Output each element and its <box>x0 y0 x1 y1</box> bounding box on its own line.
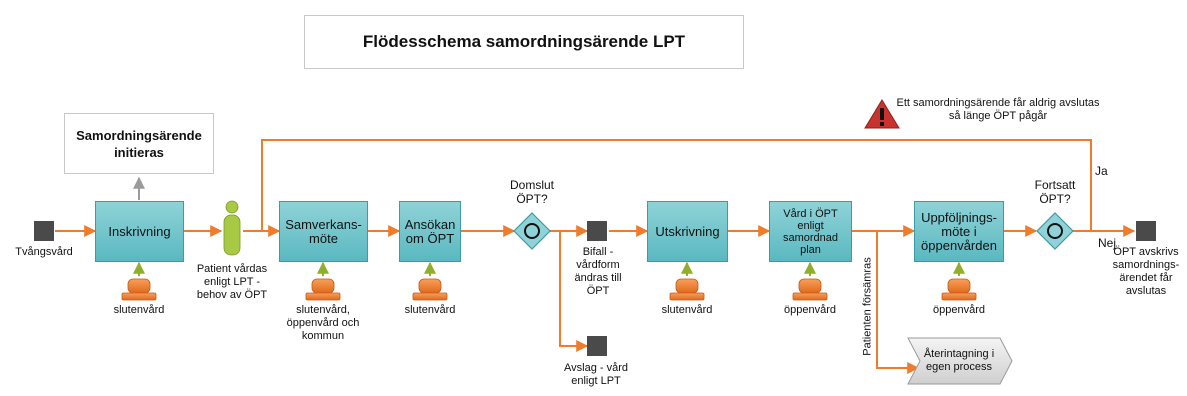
bifall-label: Bifall - vårdform ändras till ÖPT <box>574 246 622 297</box>
start-terminator <box>34 221 54 241</box>
actor-label-vard-opt: öppenvård <box>784 304 836 316</box>
warning-icon <box>864 99 900 129</box>
arrow-loop-ja <box>261 139 1092 231</box>
warning-text: Ett samordningsärende får aldrig avsluta… <box>896 97 1100 122</box>
step-samverkansmote[interactable]: Samverkans-möte <box>279 201 368 262</box>
avslag-label: Avslag - vård enligt LPT <box>564 362 628 387</box>
initiated-box: Samordningsärende initieras <box>64 113 214 174</box>
gateway-domslut <box>513 212 551 250</box>
actor-icon <box>412 278 448 301</box>
readmission-shape <box>907 337 1013 385</box>
actor-icon <box>669 278 705 301</box>
step-vard-opt[interactable]: Vård i ÖPT enligt samordnad plan <box>769 201 852 262</box>
readmission-label: Återintagning i egen process <box>923 348 995 373</box>
step-ansokan[interactable]: Ansökan om ÖPT <box>399 201 461 262</box>
arrow-forsamras <box>876 231 920 374</box>
flow-label-forsamras: Patienten försämras <box>861 257 874 356</box>
step-inskrivning[interactable]: Inskrivning <box>95 201 184 262</box>
gateway-fortsatt-label: Fortsatt ÖPT? <box>1034 178 1076 206</box>
arrow-domslut-avslag <box>559 231 589 352</box>
actor-icon <box>792 278 828 301</box>
gateway-domslut-label: Domslut ÖPT? <box>509 178 554 206</box>
diagram-title: Flödesschema samordningsärende LPT <box>304 15 744 69</box>
actor-icon <box>305 278 341 301</box>
actor-label-inskrivning: slutenvård <box>113 304 165 316</box>
actor-label-uppfoljning: öppenvård <box>933 304 985 316</box>
patient-icon <box>223 200 241 256</box>
step-utskrivning[interactable]: Utskrivning <box>647 201 728 262</box>
flow-label-nej: Nej <box>1098 236 1117 250</box>
patient-label: Patient vårdas enligt LPT - behov av ÖPT <box>196 263 268 301</box>
gateway-fortsatt <box>1036 212 1074 250</box>
actor-label-utskrivning: slutenvård <box>661 304 713 316</box>
actor-label-samverkansmote: slutenvård, öppenvård och kommun <box>286 304 360 342</box>
final-terminator <box>1136 221 1156 241</box>
avslag-terminator <box>587 336 607 356</box>
step-uppfoljning[interactable]: Uppföljnings-möte i öppenvården <box>914 201 1004 262</box>
bifall-terminator <box>587 221 607 241</box>
actor-icon <box>941 278 977 301</box>
start-label: Tvångsvård <box>15 246 73 258</box>
flow-label-ja: Ja <box>1095 164 1108 178</box>
actor-icons <box>121 278 977 301</box>
flow-connectors <box>55 139 1136 374</box>
actor-connectors <box>133 261 965 276</box>
actor-icon <box>121 278 157 301</box>
final-label: ÖPT avskrivs samordnings-ärendet får avs… <box>1112 246 1180 297</box>
actor-label-ansokan: slutenvård <box>404 304 456 316</box>
